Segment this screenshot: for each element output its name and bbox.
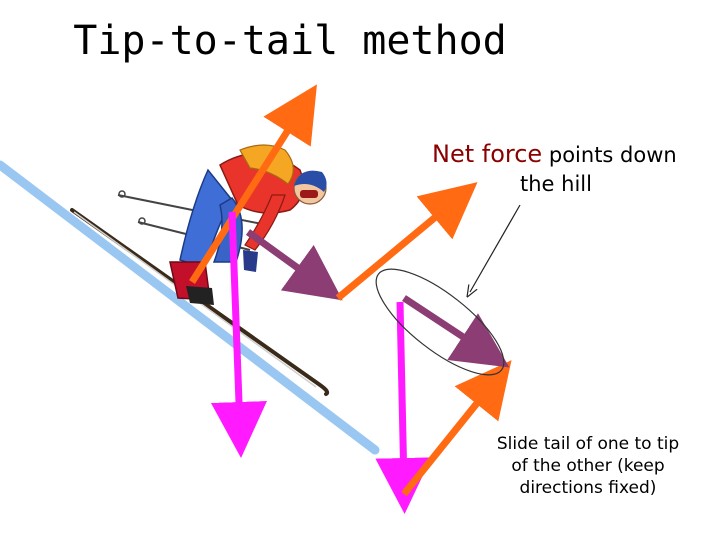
normal-force-arrow xyxy=(189,84,317,284)
skier-goggles xyxy=(300,190,318,198)
gravity-vector-moved xyxy=(375,301,432,514)
skier-helmet xyxy=(294,170,327,192)
net-force-text: points down xyxy=(542,143,677,167)
normal-vector-reference xyxy=(335,182,478,301)
gravity-force-arrow xyxy=(210,211,267,458)
note-line: Slide tail of one to tip xyxy=(496,434,680,454)
normal-vector-moved xyxy=(401,360,512,497)
net-force-caption-line2: the hill xyxy=(520,172,592,196)
net-force-caption: Net force points down xyxy=(432,140,677,168)
note-line: directions fixed) xyxy=(519,478,657,498)
ski xyxy=(70,208,330,396)
net-force-arrow xyxy=(245,229,343,301)
skier-glove xyxy=(243,250,258,272)
net-force-term: Net force xyxy=(432,140,543,168)
slide-title: Tip-to-tail method xyxy=(73,18,507,64)
slope-surface xyxy=(0,160,380,455)
label-pointer-arrow xyxy=(470,204,521,292)
net-force-highlight-ellipse xyxy=(375,268,505,376)
tip-to-tail-note: Slide tail of one to tip of the other (k… xyxy=(478,433,698,499)
net-force-vector xyxy=(402,295,510,368)
note-line: of the other (keep xyxy=(511,456,665,476)
skier-boot xyxy=(186,286,214,305)
